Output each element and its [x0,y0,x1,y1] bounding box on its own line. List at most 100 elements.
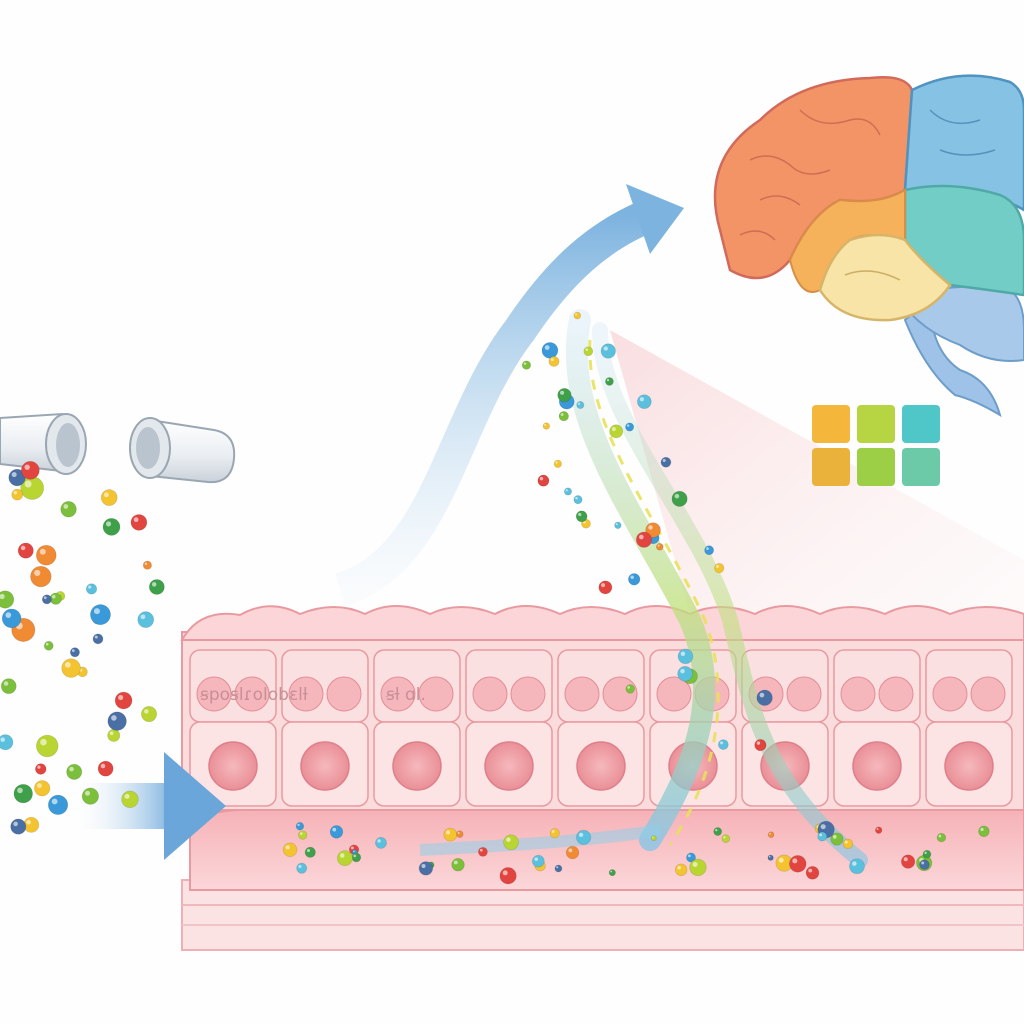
particle-icon [576,400,585,410]
cell-nucleus [208,741,258,791]
particle-icon [13,783,33,804]
particle-icon [35,734,59,758]
particle-icon [107,711,127,731]
particle-icon [573,311,582,320]
epithelial-cell [833,649,921,807]
particle-icon [85,583,98,595]
particle-icon [842,838,854,849]
particle-icon [767,831,775,839]
particle-icon [660,456,672,468]
particle-icon [598,580,613,595]
particle-icon [336,850,353,867]
particle-icon [671,490,688,507]
particle-icon [650,835,657,842]
particle-icon [443,827,458,842]
particle-icon [625,684,636,694]
particle-icon [100,489,118,506]
cell-label-2: ꞩƚ ɑl. [386,685,426,705]
particle-icon [625,422,635,432]
particle-icon [537,474,550,487]
particle-icon [714,562,725,574]
epithelial-cell [373,649,461,807]
particle-icon [609,424,624,439]
particle-icon [477,846,488,857]
particle-icon [296,862,308,874]
particle-icon [717,739,729,750]
legend-swatch-lime [857,405,895,443]
particle-icon [674,863,688,877]
particle-icon [900,854,916,869]
cell-label-1: ꞩpoꞩlɾolobɛlƚ [200,685,308,705]
particle-icon [565,845,580,860]
cell-nucleus [484,741,534,791]
particle-icon [554,864,563,873]
particle-icon [121,790,139,809]
particle-icon [451,858,465,872]
legend-swatch-amber [812,448,850,486]
epithelial-cell [189,649,277,807]
particle-icon [713,827,723,836]
particle-icon [282,842,298,858]
particle-icon [295,822,305,831]
particle-icon [351,852,362,863]
particle-icon [35,763,47,775]
particle-icon [817,831,828,842]
particle-icon [10,818,27,835]
particle-icon [919,859,930,870]
brain-icon [713,74,1024,418]
cell-nucleus [392,741,442,791]
particle-icon [978,825,990,838]
particle-icon [102,517,121,536]
particle-icon [583,346,594,357]
particle-icon [20,460,40,480]
legend-swatch-teal [902,405,940,443]
particle-icon [721,834,731,843]
absorption-stream [419,309,868,868]
legend-swatch-sea-green [902,448,940,486]
cell-nucleus [576,741,626,791]
particle-icon [608,869,616,877]
particle-icon [60,501,77,518]
capsule-icon [0,412,236,484]
particle-icon [557,387,572,403]
intestinal-tissue [180,605,1024,951]
particle-icon [548,355,560,367]
particle-icon [97,760,114,777]
particle-icon [148,579,165,595]
particle-icon [553,459,562,468]
epithelial-cell [281,649,369,807]
particle-icon [47,794,69,816]
particle-icon [41,594,52,605]
particle-icon [0,734,14,751]
particle-icon [0,678,17,695]
particle-icon [499,867,517,885]
particle-icon [677,648,694,665]
cell-nucleus [300,741,350,791]
particle-icon [936,832,947,843]
particle-icon [66,763,83,780]
particle-icon [81,787,100,805]
particle-icon [575,510,588,523]
particle-icon [142,560,152,570]
particle-icon [627,573,641,586]
particle-icon [573,495,583,505]
particle-icon [767,854,774,861]
particle-icon [655,542,664,551]
particle-icon [1,608,22,629]
particle-icon [69,647,80,658]
particle-icon [329,825,344,839]
particle-icon [34,780,51,797]
particle-icon [614,521,622,529]
particle-icon [549,828,560,839]
particle-icon [636,394,652,410]
particle-icon [418,861,434,876]
particle-icon [531,854,545,868]
cell-nucleus [852,741,902,791]
color-legend-grid [812,405,940,486]
particle-icon [542,422,551,430]
particle-icon [563,487,573,496]
particle-icon [805,865,820,880]
epithelial-cell [557,649,645,807]
